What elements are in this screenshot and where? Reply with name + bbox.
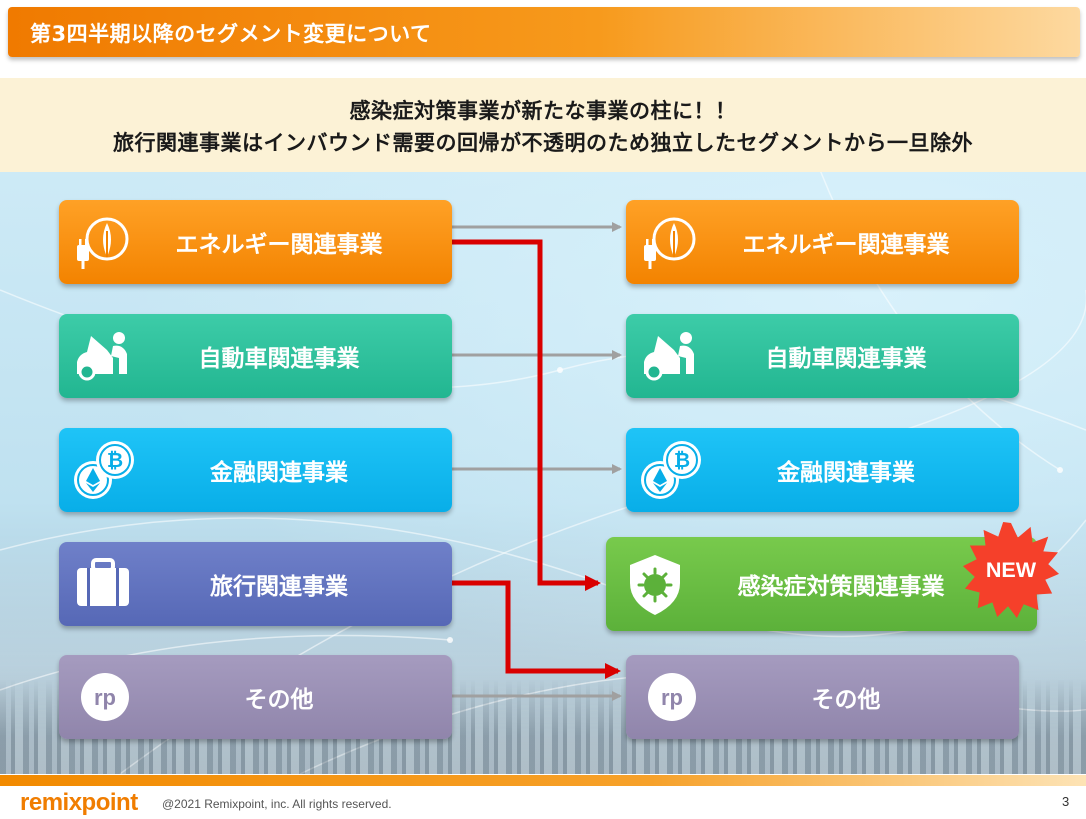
car-mechanic-icon <box>77 332 127 381</box>
car-mechanic-icon <box>644 332 694 381</box>
svg-text:rp: rp <box>94 685 116 710</box>
summary-banner: 感染症対策事業が新たな事業の柱に！！ 旅行関連事業はインバウンド需要の回帰が不透… <box>0 78 1086 172</box>
after-segment-other: rp その他 <box>626 655 1019 739</box>
page-title: 第3四半期以降のセグメント変更について <box>30 22 432 46</box>
new-badge-label: NEW <box>986 557 1037 582</box>
before-segment-other: rp その他 <box>59 655 452 739</box>
after-segment-label: その他 <box>811 687 881 713</box>
crypto-coins-icon: ₿ <box>641 441 701 499</box>
virus-shield-icon <box>630 555 680 615</box>
before-segment-label: エネルギー関連事業 <box>175 232 383 258</box>
after-segment-automotive: 自動車関連事業 <box>626 314 1019 398</box>
copyright-text: @2021 Remixpoint, inc. All rights reserv… <box>162 797 392 811</box>
footer-accent-bar <box>0 775 1086 786</box>
before-segment-label: その他 <box>244 687 314 713</box>
before-segment-finance: ₿ 金融関連事業 <box>59 428 452 512</box>
energy-plug-leaf-icon <box>644 217 696 269</box>
company-logo: remixpoint <box>20 789 138 816</box>
page-number: 3 <box>1062 794 1070 809</box>
before-segment-energy: エネルギー関連事業 <box>59 200 452 284</box>
svg-text:₿: ₿ <box>107 448 123 472</box>
before-segment-label: 金融関連事業 <box>210 460 348 486</box>
after-segment-label: 金融関連事業 <box>777 460 915 486</box>
suitcase-icon <box>77 558 129 606</box>
svg-text:₿: ₿ <box>674 448 690 472</box>
crypto-coins-icon: ₿ <box>74 441 134 499</box>
after-segment-finance: ₿ 金融関連事業 <box>626 428 1019 512</box>
summary-line-1: 感染症対策事業が新たな事業の柱に！！ <box>349 99 737 123</box>
before-segment-label: 自動車関連事業 <box>198 346 360 372</box>
after-segment-infection-control: 感染症対策関連事業 <box>606 537 1037 631</box>
summary-line-2: 旅行関連事業はインバウンド需要の回帰が不透明のため独立したセグメントから一旦除外 <box>113 131 973 155</box>
svg-text:rp: rp <box>661 685 683 710</box>
arrow-energy-to-infection <box>452 239 601 591</box>
rp-logo-icon: rp <box>81 673 129 721</box>
arrow-travel-to-other <box>452 580 621 679</box>
energy-plug-leaf-icon <box>77 217 129 269</box>
after-segment-energy: エネルギー関連事業 <box>626 200 1019 284</box>
rp-logo-icon: rp <box>648 673 696 721</box>
after-segment-label: エネルギー関連事業 <box>742 232 950 258</box>
after-segment-label: 自動車関連事業 <box>765 346 927 372</box>
page-title-bar: 第3四半期以降のセグメント変更について <box>8 7 1080 57</box>
before-segment-label: 旅行関連事業 <box>210 574 348 600</box>
after-segment-label: 感染症対策関連事業 <box>737 574 945 600</box>
before-segment-travel: 旅行関連事業 <box>59 542 452 626</box>
before-segment-automotive: 自動車関連事業 <box>59 314 452 398</box>
new-badge: NEW <box>962 521 1060 619</box>
